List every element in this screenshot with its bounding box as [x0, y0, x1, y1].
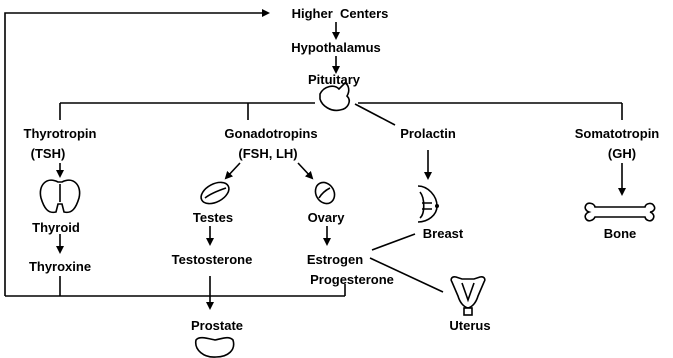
- ovary-label: Ovary: [308, 210, 346, 225]
- bone-label: Bone: [604, 226, 637, 241]
- ovary-icon: [312, 179, 339, 207]
- testosterone-label: Testosterone: [172, 252, 253, 267]
- testes-icon: [198, 178, 233, 208]
- prolactin-label: Prolactin: [400, 126, 456, 141]
- bone-icon: [585, 203, 654, 220]
- uterus-label: Uterus: [449, 318, 490, 333]
- thyroid-icon: [40, 180, 79, 212]
- tsh-label: (TSH): [31, 146, 66, 161]
- thyroid-label: Thyroid: [32, 220, 80, 235]
- uterus-icon: [451, 277, 485, 315]
- hypothalamus-label: Hypothalamus: [291, 40, 381, 55]
- thyroxine-label: Thyroxine: [29, 259, 91, 274]
- testes-label: Testes: [193, 210, 233, 225]
- breast-label: Breast: [423, 226, 464, 241]
- estrogen-to-breast-line: [372, 234, 415, 250]
- gonadotropins-to-testes-arrow: [226, 163, 240, 178]
- higher-centers-label: Higher Centers: [292, 6, 389, 21]
- gonadotropins-to-ovary-arrow: [298, 163, 312, 178]
- somatotropin-label: Somatotropin: [575, 126, 660, 141]
- progesterone-label: Progesterone: [310, 272, 394, 287]
- gonadotropins-label: Gonadotropins: [224, 126, 317, 141]
- pituitary-label: Pituitary: [308, 72, 361, 87]
- gh-label: (GH): [608, 146, 636, 161]
- estrogen-label: Estrogen: [307, 252, 363, 267]
- branch-prolactin-line: [355, 104, 395, 125]
- thyrotropin-label: Thyrotropin: [24, 126, 97, 141]
- breast-icon: [418, 186, 439, 222]
- pituitary-icon: [320, 83, 349, 110]
- fsh-lh-label: (FSH, LH): [238, 146, 297, 161]
- prostate-label: Prostate: [191, 318, 243, 333]
- prostate-icon: [196, 338, 234, 357]
